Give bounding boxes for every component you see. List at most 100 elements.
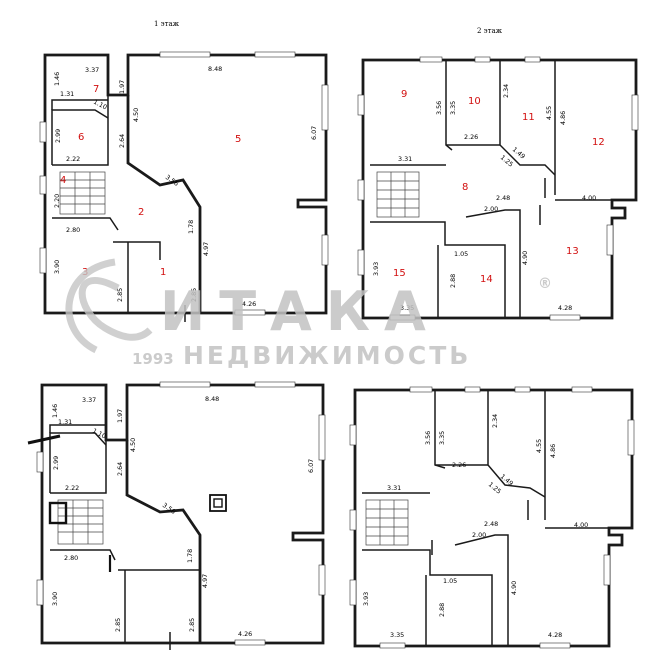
room-number-14: 14 bbox=[480, 274, 493, 285]
dimension-label: 3.31 bbox=[398, 155, 412, 163]
watermark-reg-mark: ® bbox=[538, 276, 552, 292]
dimension-label: 2.34 bbox=[491, 414, 499, 428]
dimension-label: 3.35 bbox=[438, 431, 446, 445]
fireplace-icon bbox=[209, 494, 227, 512]
dimension-label: 4.90 bbox=[521, 251, 529, 265]
dimension-label: 3.31 bbox=[387, 484, 401, 492]
watermark-brand: ИТАКА bbox=[160, 280, 440, 343]
floor2-title: 2 этаж bbox=[477, 27, 503, 35]
boiler-icon bbox=[48, 501, 68, 525]
dimension-label: 2.26 bbox=[464, 133, 478, 141]
dimension-label: 1.97 bbox=[116, 409, 124, 423]
dimension-label: 2.85 bbox=[190, 288, 198, 302]
dimension-label: 1.05 bbox=[443, 577, 457, 585]
dimension-label: 2.99 bbox=[52, 456, 60, 470]
room-number-11: 11 bbox=[522, 112, 535, 123]
floor2-numbered-dimensions: 3.56 3.35 2.34 4.55 4.86 2.26 1.49 1.25 … bbox=[372, 84, 596, 312]
dimension-label: 6.07 bbox=[307, 459, 315, 473]
dimension-label: 3.93 bbox=[372, 262, 380, 276]
dimension-label: 6.07 bbox=[310, 126, 318, 140]
watermark-logo-icon bbox=[78, 277, 153, 341]
dimension-label: 3.37 bbox=[82, 396, 96, 404]
dimension-label: 1.97 bbox=[118, 80, 126, 94]
room-number-6: 6 bbox=[78, 132, 84, 143]
room-number-4: 4 bbox=[60, 175, 66, 186]
dimension-label: 1.31 bbox=[58, 418, 72, 426]
floor2-room-numbers: 9 10 11 12 8 13 14 15 bbox=[393, 89, 605, 285]
dimension-label: 2.00 bbox=[484, 205, 498, 213]
dimension-label: 2.64 bbox=[118, 134, 126, 148]
dimension-label: 2.99 bbox=[54, 129, 62, 143]
dimension-label: 4.50 bbox=[129, 438, 137, 452]
dimension-label: 4.97 bbox=[201, 574, 209, 588]
dimension-label: 2.64 bbox=[116, 462, 124, 476]
dimension-label: 2.20 bbox=[53, 194, 61, 208]
dimension-label: 2.80 bbox=[64, 554, 78, 562]
room-number-5: 5 bbox=[235, 134, 241, 145]
dimension-label: 2.80 bbox=[66, 226, 80, 234]
dimension-label: 1.31 bbox=[60, 90, 74, 98]
room-number-8: 8 bbox=[462, 182, 468, 193]
dimension-label: 4.97 bbox=[202, 242, 210, 256]
dimension-label: 2.00 bbox=[472, 531, 486, 539]
dimension-label: 3.90 bbox=[51, 592, 59, 606]
dimension-label: 2.88 bbox=[449, 274, 457, 288]
dimension-label: 1.46 bbox=[51, 404, 59, 418]
dimension-label: 8.48 bbox=[208, 65, 222, 73]
floor1-numbered-plan bbox=[39, 51, 329, 322]
floor1-plain-dimensions: 3.37 1.46 1.31 1.97 1.10 2.99 2.22 2.64 … bbox=[51, 395, 315, 638]
dimension-label: 3.93 bbox=[362, 592, 370, 606]
watermark: ИТАКА ® 1993 НЕДВИЖИМОСТЬ bbox=[65, 258, 552, 370]
dimension-label: 4.50 bbox=[132, 108, 140, 122]
dimension-label: 3.56 bbox=[164, 173, 180, 188]
dimension-label: 3.35 bbox=[400, 304, 414, 312]
dimension-label: 3.56 bbox=[424, 431, 432, 445]
dimension-label: 3.35 bbox=[390, 631, 404, 639]
dimension-label: 4.00 bbox=[582, 194, 596, 202]
dimension-label: 4.86 bbox=[559, 111, 567, 125]
dimension-label: 2.34 bbox=[502, 84, 510, 98]
dimension-label: 2.88 bbox=[438, 603, 446, 617]
dimension-label: 4.55 bbox=[545, 106, 553, 120]
dimension-label: 2.22 bbox=[66, 155, 80, 163]
room-number-15: 15 bbox=[393, 268, 406, 279]
dimension-label: 1.05 bbox=[454, 250, 468, 258]
dimension-label: 3.56 bbox=[435, 101, 443, 115]
room-number-13: 13 bbox=[566, 246, 579, 257]
dimension-label: 3.56 bbox=[161, 501, 177, 516]
floor2-numbered-plan bbox=[357, 56, 639, 321]
room-number-9: 9 bbox=[401, 89, 407, 100]
watermark-year: 1993 bbox=[132, 350, 174, 368]
dimension-label: 1.25 bbox=[499, 153, 515, 168]
dimension-label: 2.48 bbox=[484, 520, 498, 528]
room-number-12: 12 bbox=[592, 137, 605, 148]
dimension-label: 1.78 bbox=[186, 549, 194, 563]
dimension-label: 4.26 bbox=[238, 630, 252, 638]
dimension-label: 4.00 bbox=[574, 521, 588, 529]
room-number-7: 7 bbox=[93, 84, 99, 95]
dimension-label: 2.22 bbox=[65, 484, 79, 492]
floor1-room-numbers: 1 2 3 4 5 6 7 bbox=[60, 84, 241, 278]
floor2-plain-dimensions: 3.56 3.35 2.34 4.55 4.86 2.26 1.49 1.25 … bbox=[362, 414, 588, 639]
dimension-label: 4.26 bbox=[242, 300, 256, 308]
dimension-label: 1.78 bbox=[187, 220, 195, 234]
dimension-label: 4.90 bbox=[510, 581, 518, 595]
dimension-label: 2.85 bbox=[114, 618, 122, 632]
room-number-2: 2 bbox=[138, 207, 144, 218]
floor1-numbered-dimensions: 3.37 1.46 1.31 1.97 1.10 2.99 2.22 2.64 … bbox=[53, 65, 318, 308]
floor1-plain-plan bbox=[27, 381, 326, 650]
dimension-label: 4.55 bbox=[535, 439, 543, 453]
dimension-label: 3.90 bbox=[53, 260, 61, 274]
floor1-title: 1 этаж bbox=[154, 20, 180, 28]
dimension-label: 3.35 bbox=[449, 101, 457, 115]
dimension-label: 4.28 bbox=[548, 631, 562, 639]
dimension-label: 1.25 bbox=[487, 480, 503, 495]
dimension-label: 2.26 bbox=[452, 461, 466, 469]
floor2-plain-plan bbox=[349, 386, 635, 649]
dimension-label: 2.85 bbox=[188, 618, 196, 632]
dimension-label: 3.37 bbox=[85, 66, 99, 74]
dimension-label: 1.46 bbox=[53, 72, 61, 86]
dimension-label: 2.85 bbox=[116, 288, 124, 302]
room-number-10: 10 bbox=[468, 96, 481, 107]
